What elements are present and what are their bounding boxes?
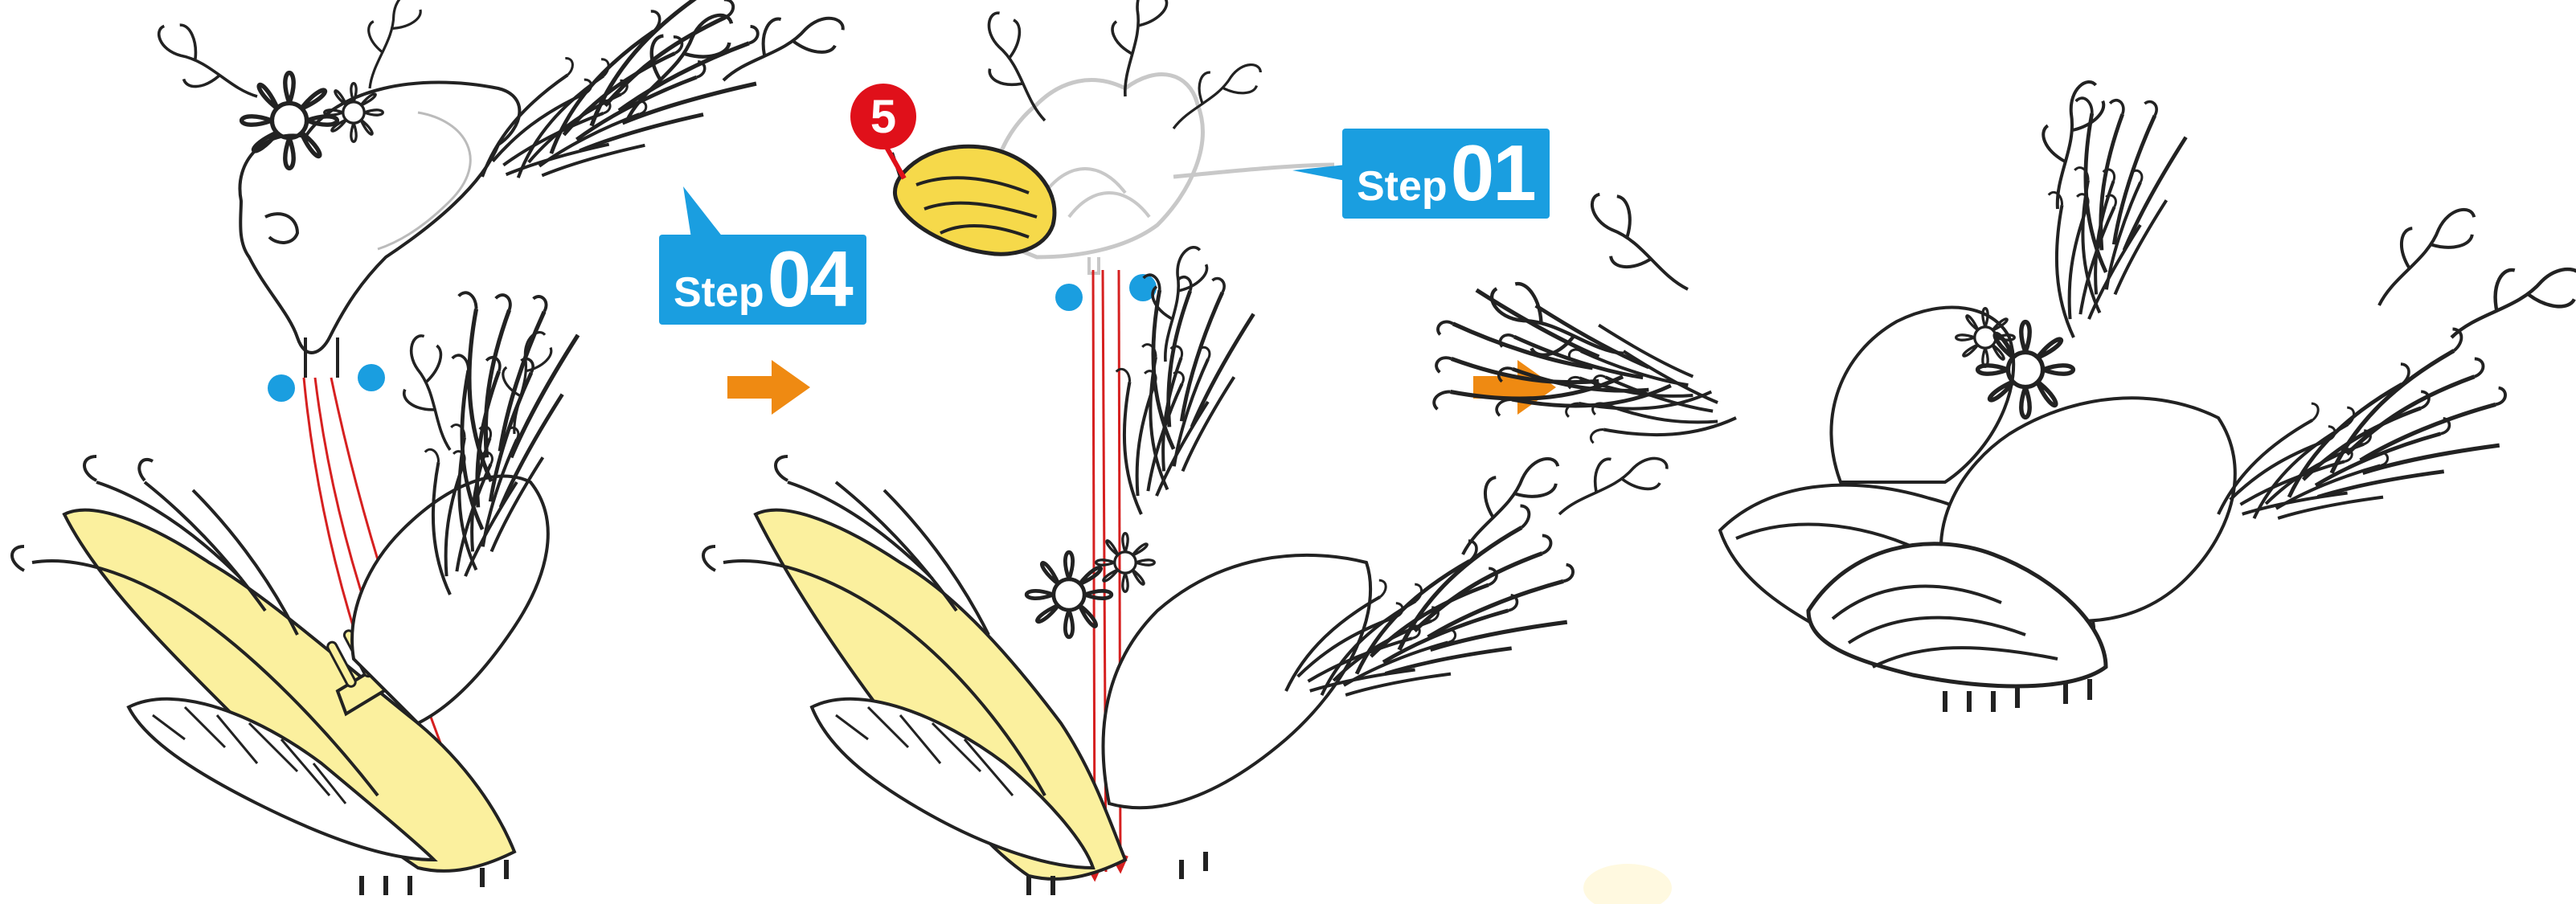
connection-dot-icon [1055, 284, 1083, 311]
panel-1 [12, 0, 850, 895]
step-01-callout: Step 01 [1342, 129, 1550, 219]
step-number: 01 [1451, 133, 1535, 212]
step-word: Step [674, 268, 764, 317]
connection-dot-icon [358, 364, 385, 391]
arrow-right-icon [727, 360, 810, 415]
step-word: Step [1357, 162, 1448, 211]
part-lower-base-2 [703, 242, 1673, 895]
panel-3-assembled [1412, 76, 2576, 712]
step-number: 04 [768, 239, 852, 318]
part-5-leaf [892, 146, 1055, 254]
part-number-badge: 5 [850, 84, 916, 149]
part-lower-base [12, 271, 594, 895]
connection-dot-icon [268, 374, 295, 402]
step-04-callout: Step 04 [659, 235, 866, 325]
